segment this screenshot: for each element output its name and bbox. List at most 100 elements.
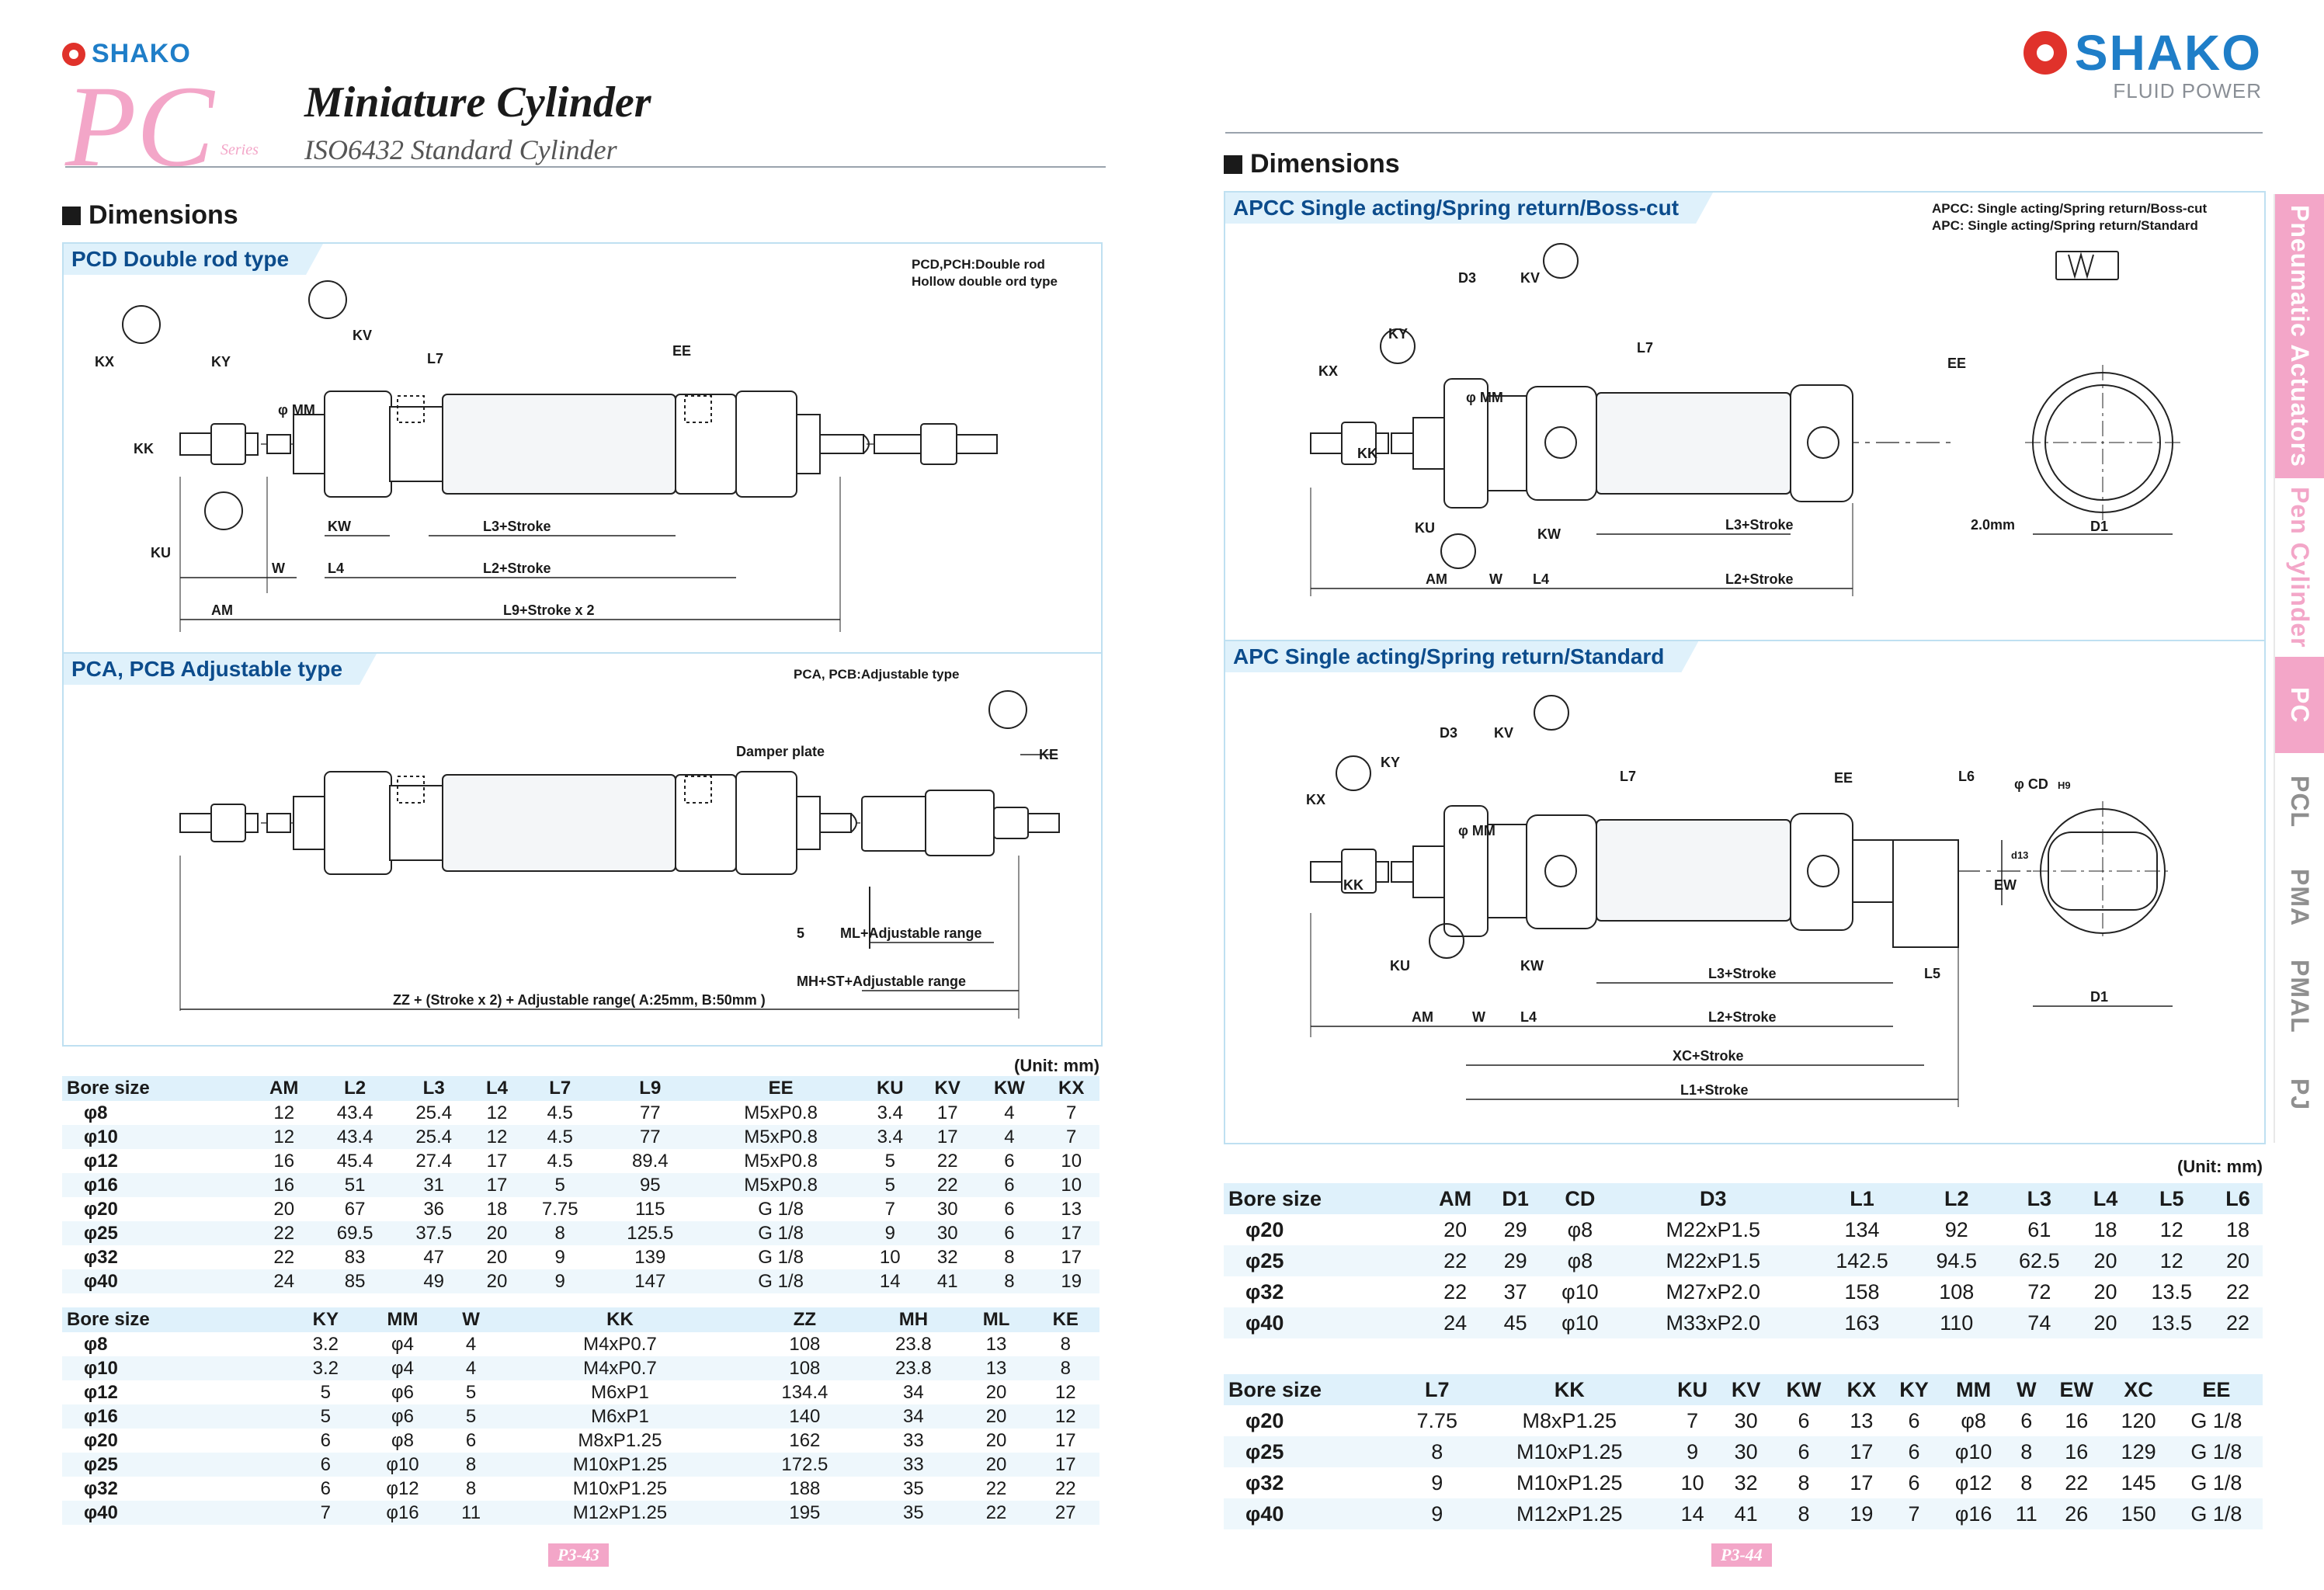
- table-cell: 5: [520, 1173, 599, 1197]
- bore-size-cell: φ25: [1224, 1436, 1401, 1467]
- table-cell: φ12: [1954, 1470, 1992, 1495]
- table-cell: 77: [599, 1125, 701, 1149]
- apcc-panel: D3 KV KY KX L7 EE φ MM KK KU KW L3+Strok…: [1224, 191, 2266, 643]
- bore-size-cell: φ40: [1224, 1307, 1423, 1338]
- header-rule-left: [65, 166, 1106, 168]
- sidetab-pen-cylinder[interactable]: Pen Cylinder: [2274, 478, 2324, 657]
- table-cell: 14: [860, 1269, 919, 1293]
- table-cell: 37: [1503, 1279, 1527, 1304]
- column-header: Bore size: [1224, 1183, 1423, 1214]
- table-cell: φ10: [1542, 1307, 1618, 1338]
- table-cell: G 1/8: [2169, 1436, 2263, 1467]
- column-header: L3: [394, 1076, 474, 1101]
- table-cell: 12: [2159, 1217, 2183, 1241]
- sidetab-pmal[interactable]: PMAL: [2274, 946, 2324, 1047]
- table-cell: 7: [1687, 1408, 1699, 1432]
- series-code: PC: [65, 62, 214, 191]
- left-section-heading: Dimensions: [62, 200, 238, 231]
- apc-panel-tab: APC Single acting/Spring return/Standard: [1225, 641, 1698, 672]
- table-cell: φ8: [391, 1429, 414, 1451]
- table-cell: 10: [1043, 1173, 1099, 1197]
- brand-tagline: FLUID POWER: [2113, 79, 2262, 102]
- table-cell: 20: [2080, 1245, 2131, 1276]
- table-cell: 17: [1835, 1436, 1888, 1467]
- table-cell: φ4: [360, 1356, 446, 1380]
- table-cell: G 1/8: [700, 1269, 861, 1293]
- column-header: CD: [1542, 1183, 1618, 1214]
- dim-l5: L5: [1924, 966, 1940, 981]
- column-header: L9: [599, 1076, 701, 1101]
- dim-l3-stroke: L3+Stroke: [1708, 966, 1777, 981]
- table-cell: 23.8: [895, 1333, 932, 1355]
- table-cell: 13: [1061, 1198, 1082, 1220]
- table-cell: 34: [903, 1381, 924, 1403]
- table-cell: 3.4: [877, 1102, 903, 1123]
- table-cell: 25.4: [415, 1102, 453, 1123]
- table-cell: M10xP1.25: [1474, 1436, 1666, 1467]
- bore-size-cell: φ32: [1245, 1470, 1284, 1495]
- column-header: L7: [520, 1076, 599, 1101]
- table-cell: 150: [2107, 1498, 2170, 1529]
- table-cell: 7.75: [541, 1198, 578, 1220]
- table-cell: 35: [866, 1501, 961, 1525]
- pcd-drawing: KX KY KV L7 EE φ MM KK KW L3+Stroke KU W…: [95, 280, 998, 632]
- table-cell: 7: [1066, 1102, 1077, 1123]
- table-cell: 20: [1443, 1217, 1468, 1241]
- table-cell: 26: [2046, 1498, 2107, 1529]
- column-header: AM: [252, 1076, 316, 1101]
- column-header: Bore size: [62, 1076, 253, 1101]
- column-header: L3: [1998, 1183, 2081, 1214]
- table-cell: 17: [1061, 1246, 1082, 1268]
- sidetab-pma[interactable]: PMA: [2274, 849, 2324, 946]
- apcc-panel-tab: APCC Single acting/Spring return/Boss-cu…: [1225, 193, 1713, 224]
- dim-l4: L4: [1520, 1009, 1537, 1025]
- table-cell: M12xP1.25: [1474, 1498, 1666, 1529]
- sidetab-label: PJ: [2286, 1078, 2314, 1111]
- column-header: L6: [2213, 1183, 2263, 1214]
- brand-logo-large: SHAKO FLUID POWER: [2023, 28, 2262, 103]
- table-cell: 8: [1798, 1470, 1810, 1495]
- dim-ml: ML+Adjustable range: [840, 925, 982, 941]
- table-cell: M5xP0.8: [744, 1102, 818, 1123]
- dim-five: 5: [797, 925, 804, 941]
- table-cell: φ10: [1561, 1279, 1599, 1304]
- table-cell: 43.4: [315, 1125, 394, 1149]
- sidetab-pneumatic-actuators[interactable]: Pneumatic Actuators: [2274, 194, 2324, 478]
- table-cell: 22: [936, 1150, 958, 1172]
- table-cell: 9: [1431, 1470, 1443, 1495]
- table-cell: 74: [1998, 1307, 2081, 1338]
- right-section-heading: Dimensions: [1224, 149, 1400, 179]
- column-header: KU: [1665, 1374, 1720, 1405]
- column-header: KK: [1474, 1374, 1666, 1405]
- table-cell: 20: [985, 1429, 1007, 1451]
- table-cell: φ6: [360, 1404, 446, 1429]
- note-line: Hollow double ord type: [912, 274, 1058, 290]
- table-cell: φ6: [391, 1381, 414, 1403]
- dim-mm: φ MM: [278, 402, 315, 418]
- table-cell: 134.4: [781, 1381, 829, 1403]
- table-cell: φ8: [1567, 1217, 1593, 1241]
- sidetab-pc[interactable]: PC: [2274, 657, 2324, 753]
- table-cell: 8: [465, 1477, 477, 1499]
- sidetab-pcl[interactable]: PCL: [2274, 753, 2324, 849]
- table-cell: 17: [1850, 1470, 1874, 1495]
- pca-panel-note: PCA, PCB:Adjustable type: [794, 667, 960, 682]
- table-cell: 62.5: [1998, 1245, 2081, 1276]
- table-cell: 6: [975, 1173, 1044, 1197]
- bore-size-cell: φ20: [1245, 1408, 1284, 1432]
- table-cell: M4xP0.7: [496, 1356, 744, 1380]
- sidetab-pj[interactable]: PJ: [2274, 1047, 2324, 1143]
- bore-size-cell: φ8: [84, 1333, 108, 1355]
- table-cell: 13: [1850, 1408, 1874, 1432]
- column-header: D3: [1617, 1183, 1809, 1214]
- table-cell: 20: [2093, 1279, 2117, 1304]
- table-cell: 4.5: [547, 1150, 573, 1172]
- column-header: KY: [291, 1307, 360, 1332]
- table-cell: 9: [1400, 1498, 1475, 1529]
- note-line: APC: Single acting/Spring return/Standar…: [1932, 218, 2198, 234]
